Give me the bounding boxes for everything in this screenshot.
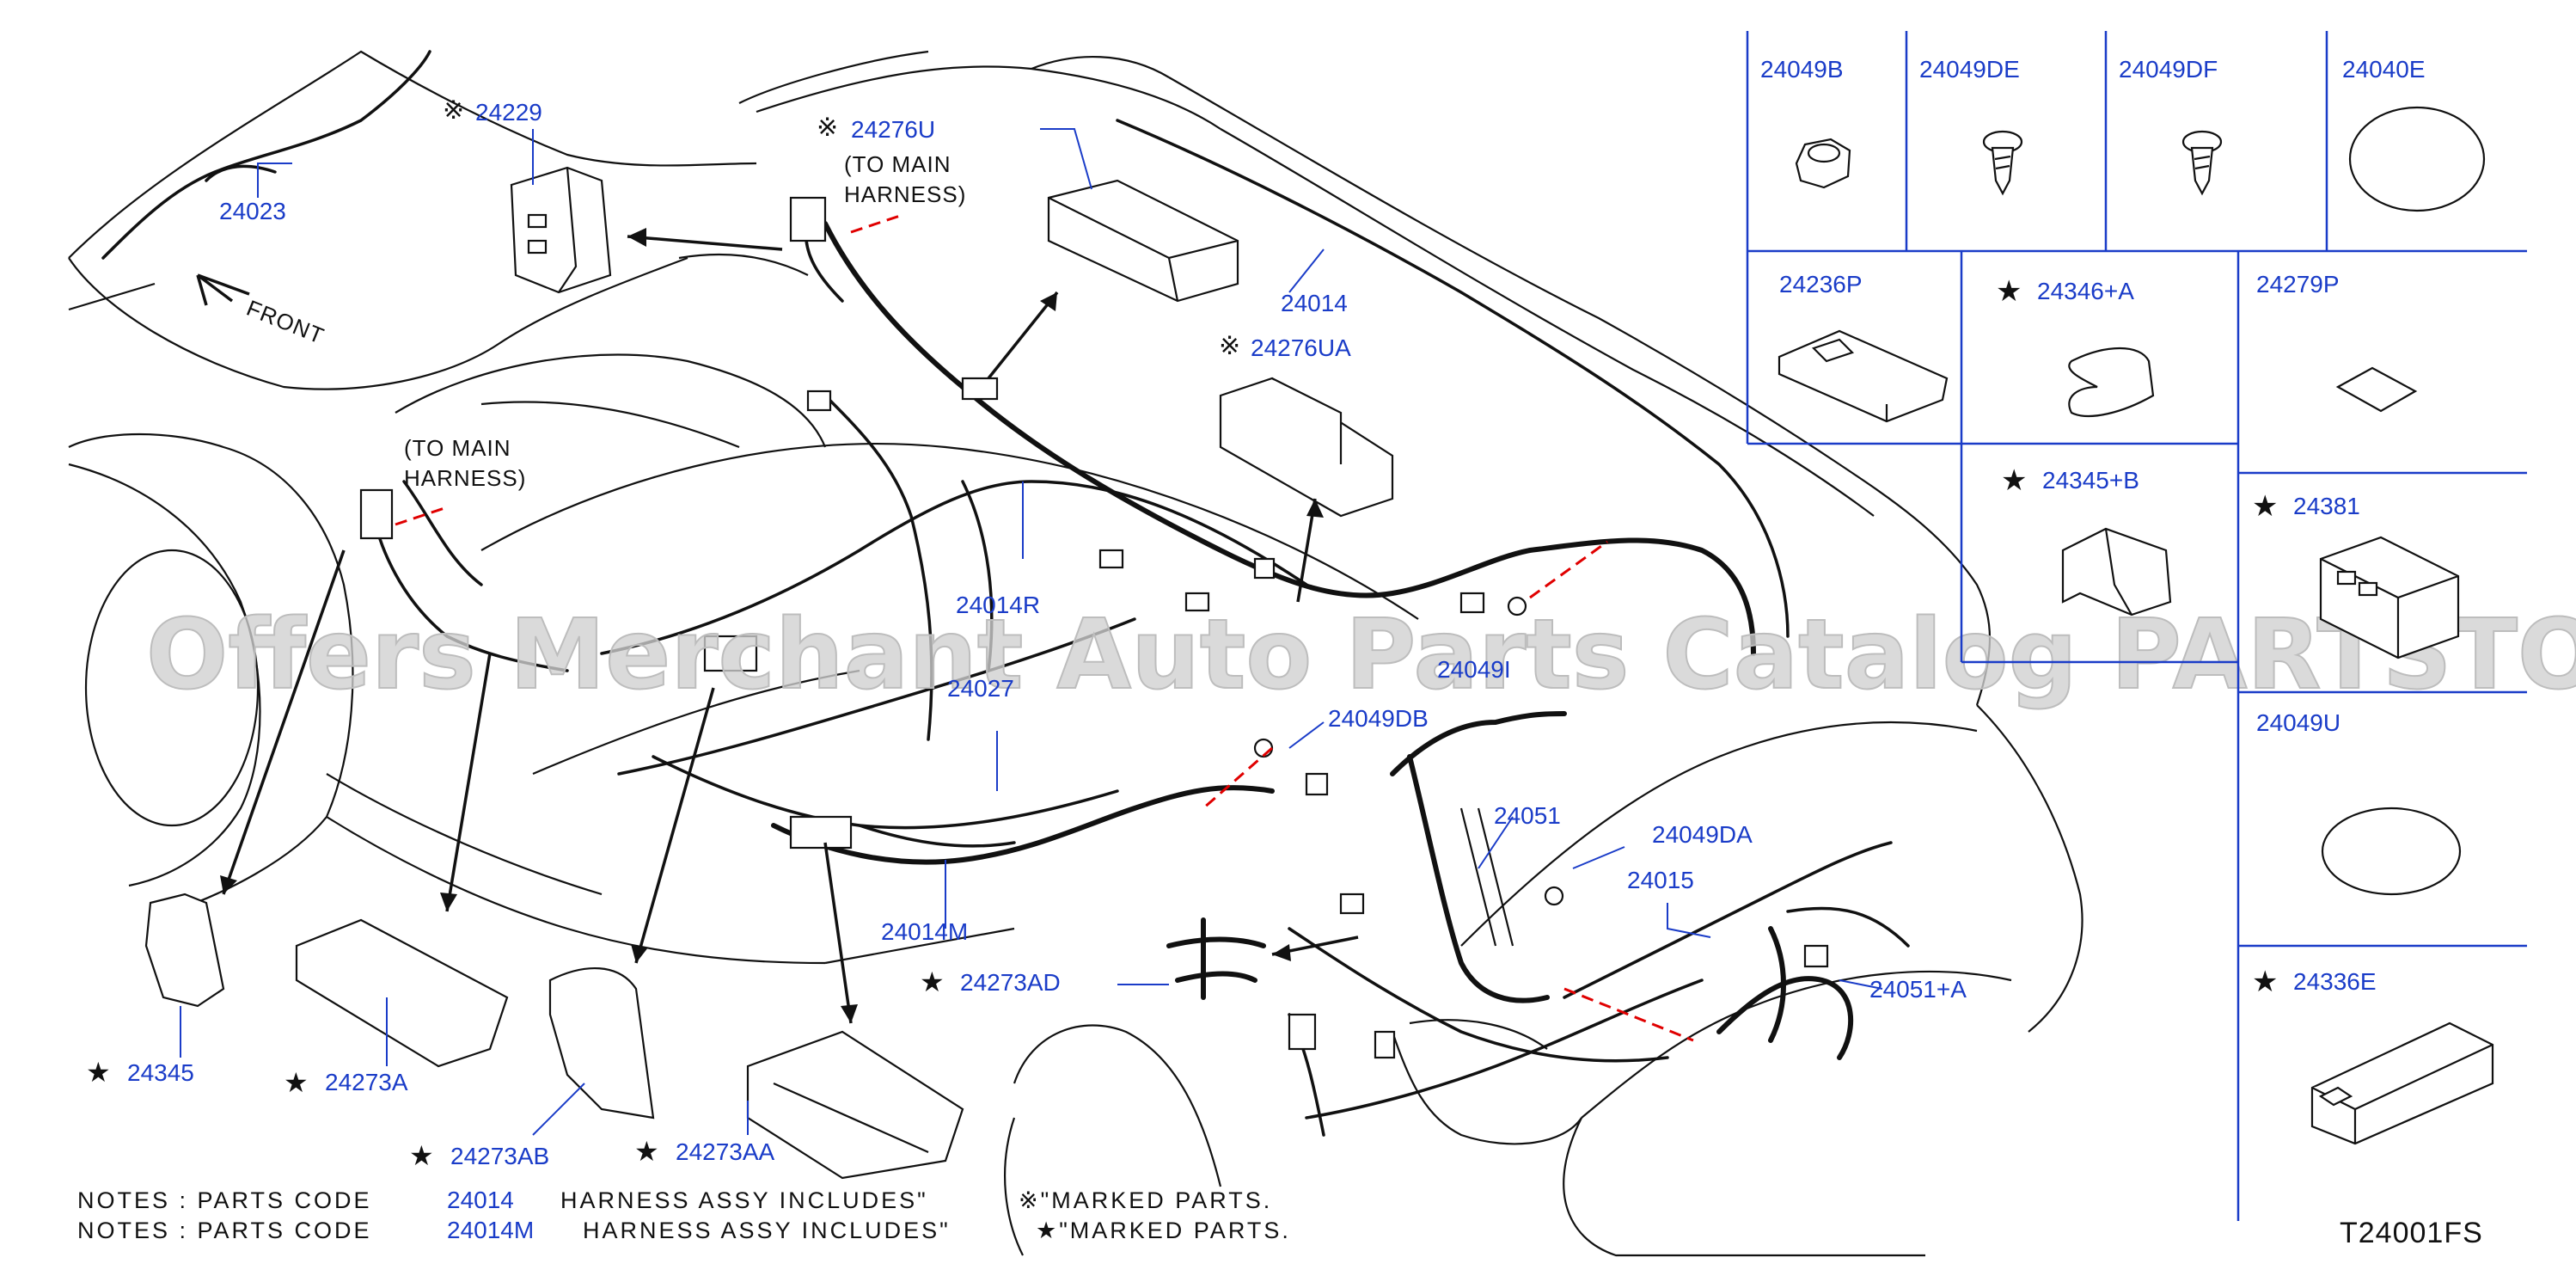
- harness-label: HARNESS): [404, 465, 526, 491]
- label-24229: 24229: [475, 99, 542, 126]
- notes-line1-mark: ※"MARKED PARTS.: [1019, 1187, 1272, 1213]
- bracket-icon: [2061, 527, 2172, 617]
- bracket-icon: [1778, 329, 1949, 423]
- label-24023: 24023: [219, 198, 286, 224]
- label-24014M: 24014M: [881, 918, 968, 945]
- to-main-label: (TO MAIN: [404, 435, 511, 461]
- legend-label-24049B: 24049B: [1760, 56, 1844, 83]
- label-24049I: 24049I: [1437, 656, 1511, 683]
- direction-arrows: [196, 228, 1359, 1024]
- tape-icon: [2335, 366, 2418, 413]
- label-24051A: 24051+A: [1869, 976, 1967, 1003]
- label-24015: 24015: [1627, 867, 1694, 893]
- tape-roll-icon: [2310, 1021, 2494, 1145]
- label-24273AA: 24273AA: [676, 1138, 775, 1165]
- parts-legend-grid: 24049B 24049DE 24049DF 24040E 24236P ★ 2…: [1746, 31, 2527, 1221]
- notes-line2-mark: ★"MARKED PARTS.: [1036, 1218, 1291, 1243]
- nut-icon: [1795, 138, 1851, 189]
- watermark-text: Offers Merchant Auto Parts Catalog PARTS…: [146, 599, 2576, 711]
- star-marker: ★: [2252, 966, 2279, 998]
- notes-line1-code: 24014: [447, 1187, 514, 1213]
- notes-line2-code: 24014M: [447, 1217, 534, 1243]
- label-24273A: 24273A: [325, 1069, 408, 1095]
- label-24027: 24027: [947, 675, 1014, 702]
- asterisk-marker: ※: [443, 96, 465, 125]
- label-24273AB: 24273AB: [450, 1143, 549, 1169]
- label-24051: 24051: [1494, 802, 1561, 829]
- legend-label-24336E: 24336E: [2293, 968, 2377, 995]
- clip-icon: [2068, 347, 2155, 418]
- notes: NOTES : PARTS CODE 24014 HARNESS ASSY IN…: [77, 1187, 1291, 1243]
- label-24273AD: 24273AD: [960, 969, 1061, 996]
- star-marker: ★: [409, 1140, 435, 1171]
- notes-line2-suffix: HARNESS ASSY INCLUDES": [583, 1218, 951, 1243]
- star-marker: ★: [2001, 464, 2028, 497]
- star-marker: ★: [1996, 275, 2022, 308]
- legend-label-24381: 24381: [2293, 493, 2360, 519]
- notes-line2-prefix: NOTES : PARTS CODE: [77, 1218, 372, 1243]
- leader-lines: [180, 128, 1883, 1136]
- label-24345: 24345: [127, 1059, 194, 1086]
- legend-label-24049U: 24049U: [2256, 709, 2340, 736]
- notes-line1-prefix: NOTES : PARTS CODE: [77, 1187, 372, 1213]
- grommet-icon: [2348, 106, 2486, 212]
- harness-label: HARNESS): [844, 181, 966, 207]
- diagram-code: T24001FS: [2340, 1217, 2483, 1249]
- to-main-label: (TO MAIN: [844, 151, 951, 177]
- legend-label-24040E: 24040E: [2342, 56, 2426, 83]
- legend-label-24049DE: 24049DE: [1919, 56, 2020, 83]
- label-24276UA: 24276UA: [1251, 334, 1351, 361]
- notes-line1-suffix: HARNESS ASSY INCLUDES": [560, 1187, 928, 1213]
- label-24049DA: 24049DA: [1652, 821, 1753, 848]
- vehicle-body-outline: [68, 50, 2083, 1257]
- star-marker: ★: [284, 1067, 309, 1098]
- legend-label-24049DF: 24049DF: [2119, 56, 2218, 83]
- star-marker: ★: [634, 1136, 660, 1167]
- star-marker: ★: [86, 1057, 112, 1088]
- legend-label-24279P: 24279P: [2256, 271, 2340, 298]
- label-24014R: 24014R: [956, 592, 1040, 618]
- screw-icon: [1982, 130, 2023, 196]
- star-marker: ★: [920, 966, 945, 997]
- grommet-icon: [2321, 807, 2462, 896]
- front-label: FRONT: [243, 295, 328, 349]
- legend-label-24345B: 24345+B: [2042, 467, 2139, 494]
- part-sketches: [144, 166, 1694, 1180]
- legend-label-24236P: 24236P: [1779, 271, 1863, 298]
- label-24276U: 24276U: [851, 116, 935, 143]
- star-marker: ★: [2252, 490, 2279, 523]
- connector-block-icon: [2319, 536, 2460, 659]
- screw-icon: [2181, 130, 2223, 196]
- legend-label-24346A: 24346+A: [2037, 278, 2134, 304]
- label-24049DB: 24049DB: [1328, 705, 1429, 732]
- asterisk-marker: ※: [817, 113, 839, 142]
- label-24014: 24014: [1281, 290, 1348, 316]
- asterisk-marker: ※: [1219, 332, 1241, 360]
- main-harness-wires: [101, 50, 1910, 1137]
